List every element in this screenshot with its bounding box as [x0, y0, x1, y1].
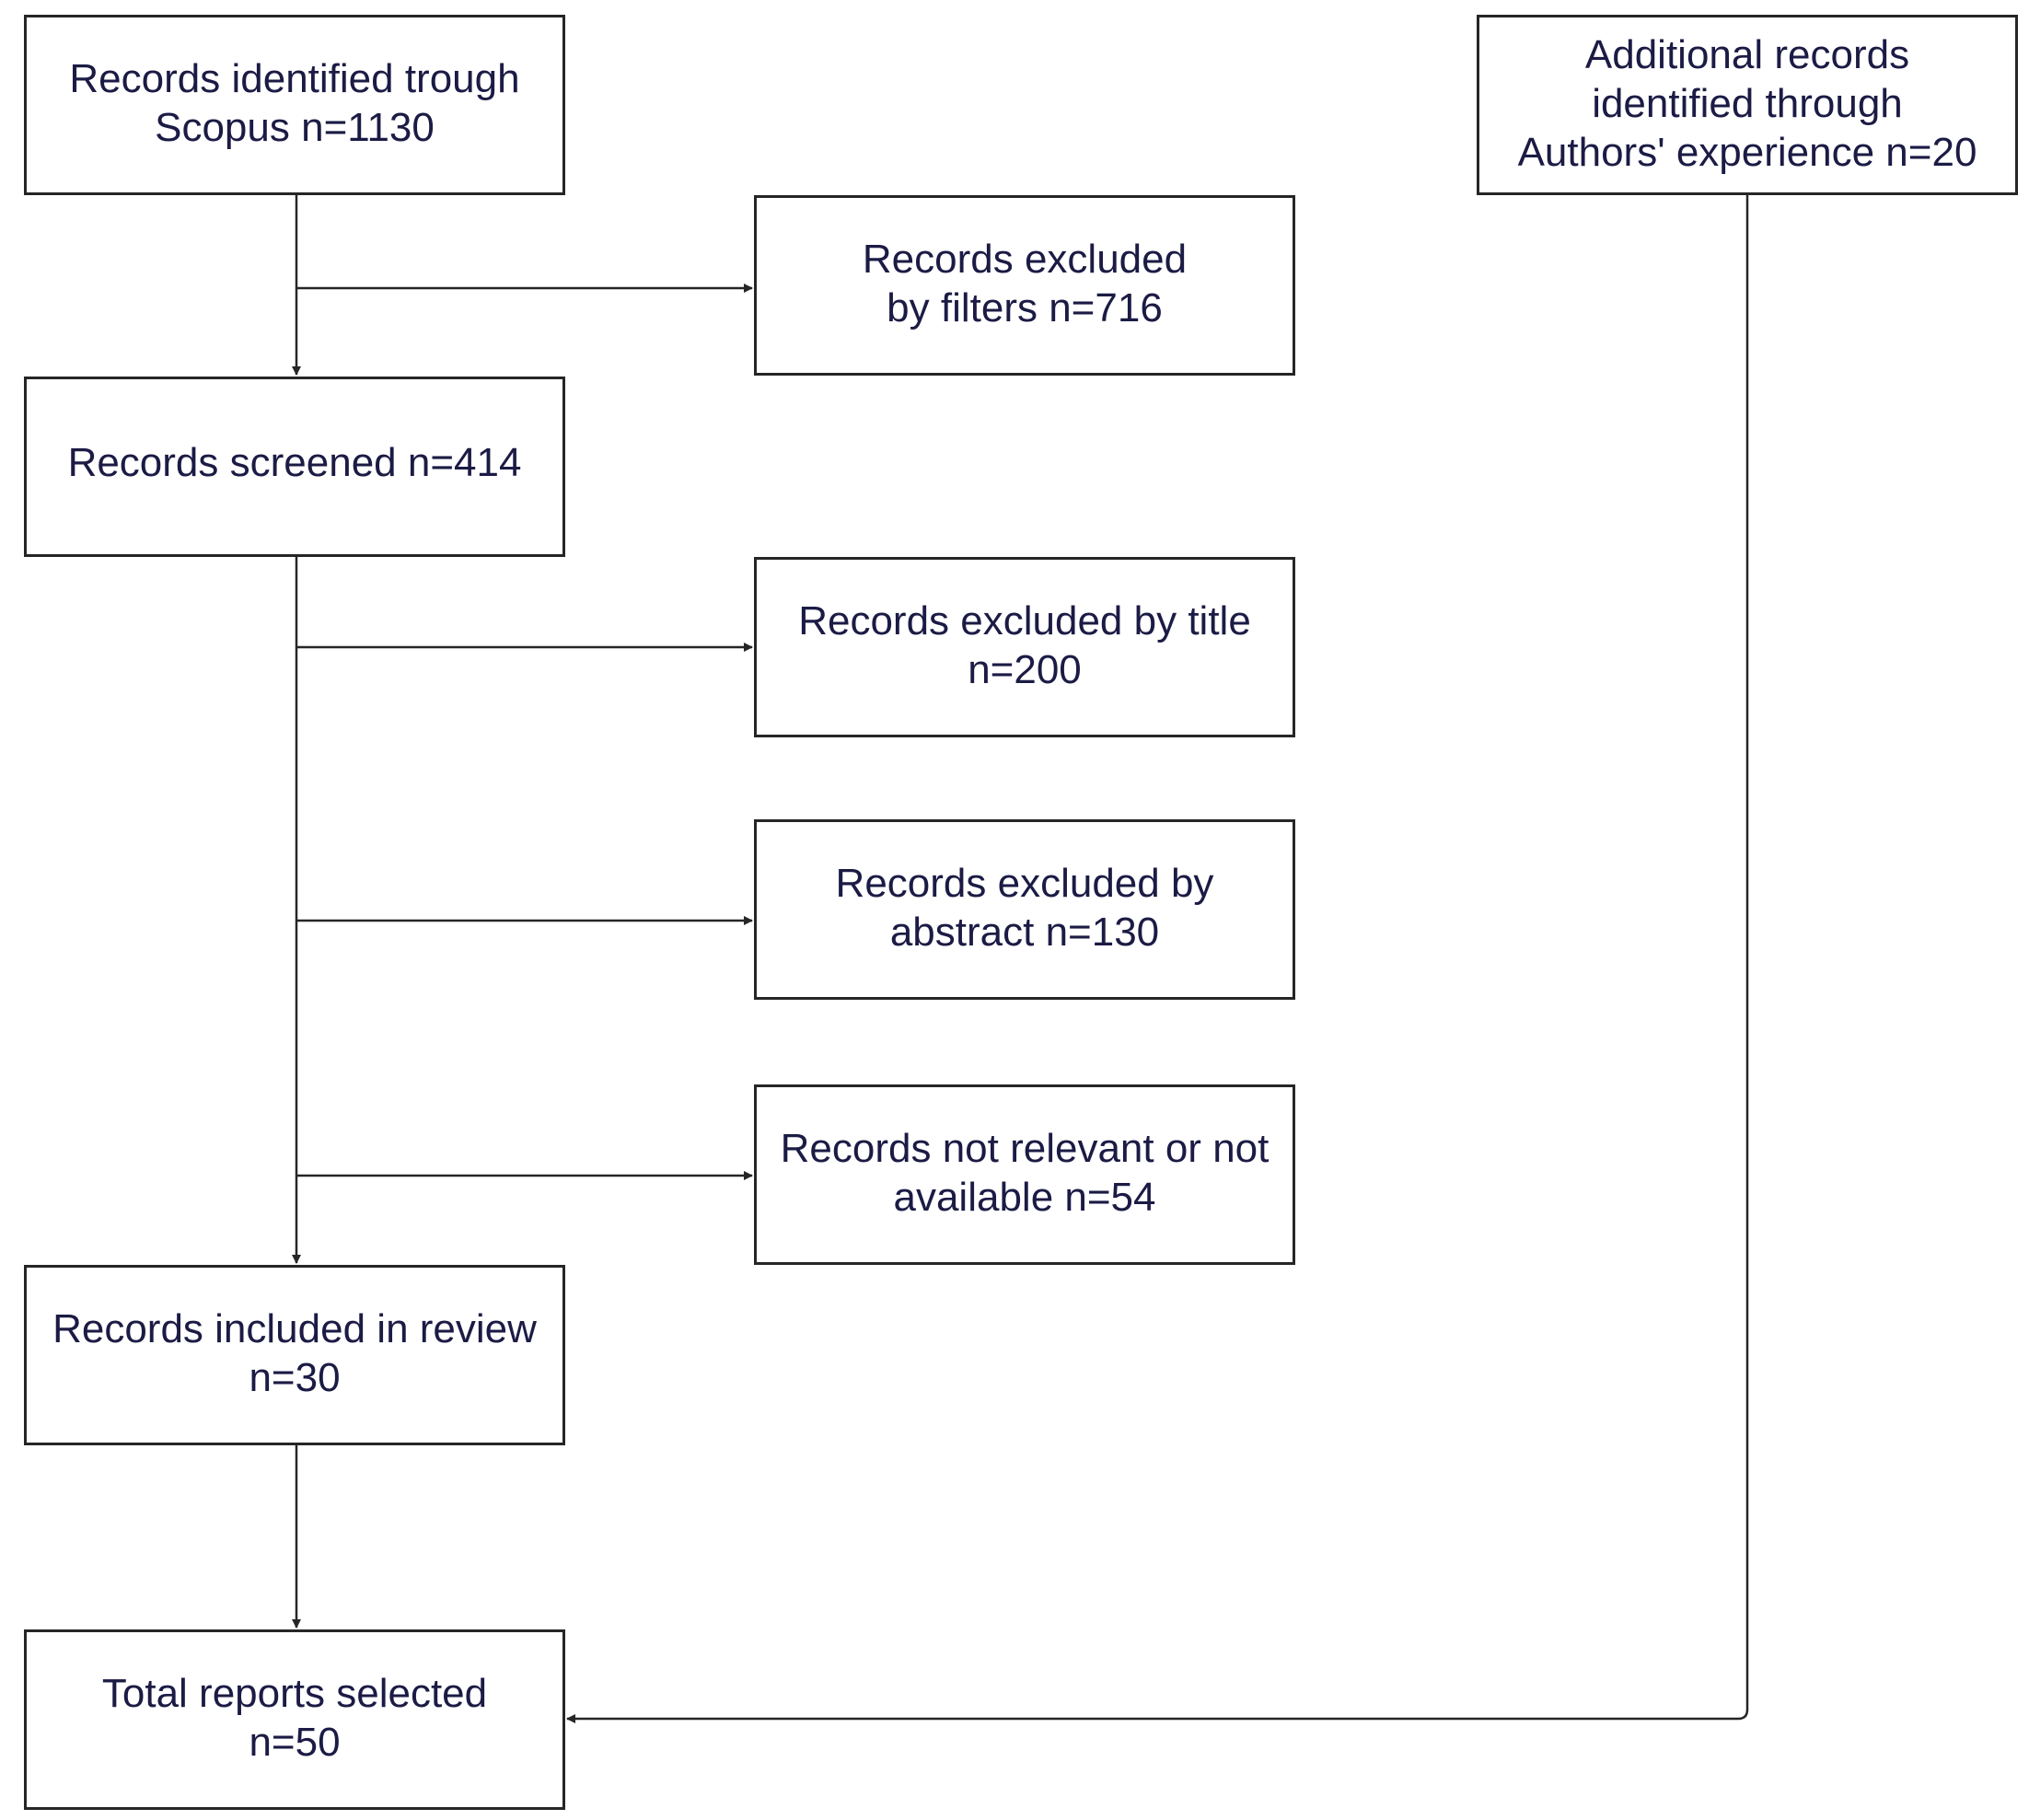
box-text-line: identified through: [1592, 81, 1903, 126]
box-text-line: by filters n=716: [887, 285, 1163, 330]
arrow-additional-to-total: [566, 195, 1749, 1723]
records-excluded-filters-box: Records excluded by filters n=716: [754, 195, 1295, 376]
box-text-line: n=30: [249, 1355, 341, 1400]
total-reports-selected-box: Total reports selected n=50: [24, 1629, 565, 1810]
records-screened-box: Records screened n=414: [24, 377, 565, 557]
box-text-line: Records not relevant or not: [780, 1126, 1270, 1171]
box-text-line: Records excluded by: [835, 861, 1214, 906]
records-not-relevant-box: Records not relevant or not available n=…: [754, 1084, 1295, 1265]
box-text-line: n=50: [249, 1720, 341, 1765]
box-text-line: Records screened n=414: [67, 440, 522, 485]
records-excluded-abstract-box: Records excluded by abstract n=130: [754, 819, 1295, 1000]
box-text-line: Total reports selected: [101, 1671, 488, 1716]
box-text-line: Scopus n=1130: [155, 105, 435, 150]
box-text-line: Records excluded: [862, 237, 1188, 282]
box-text-line: Authors' experience n=20: [1517, 130, 1977, 175]
records-included-box: Records included in review n=30: [24, 1265, 565, 1445]
box-text-line: n=200: [968, 647, 1082, 692]
box-text-line: Records excluded by title: [798, 598, 1251, 643]
box-text-line: Additional records: [1584, 32, 1910, 77]
box-text-line: Records included in review: [52, 1306, 537, 1351]
box-text-line: Records identified trough: [69, 56, 520, 101]
records-identified-box: Records identified trough Scopus n=1130: [24, 15, 565, 195]
box-text-line: available n=54: [893, 1175, 1156, 1220]
box-text-line: abstract n=130: [889, 910, 1160, 955]
records-excluded-title-box: Records excluded by title n=200: [754, 557, 1295, 737]
additional-records-box: Additional records identified through Au…: [1477, 15, 2018, 195]
